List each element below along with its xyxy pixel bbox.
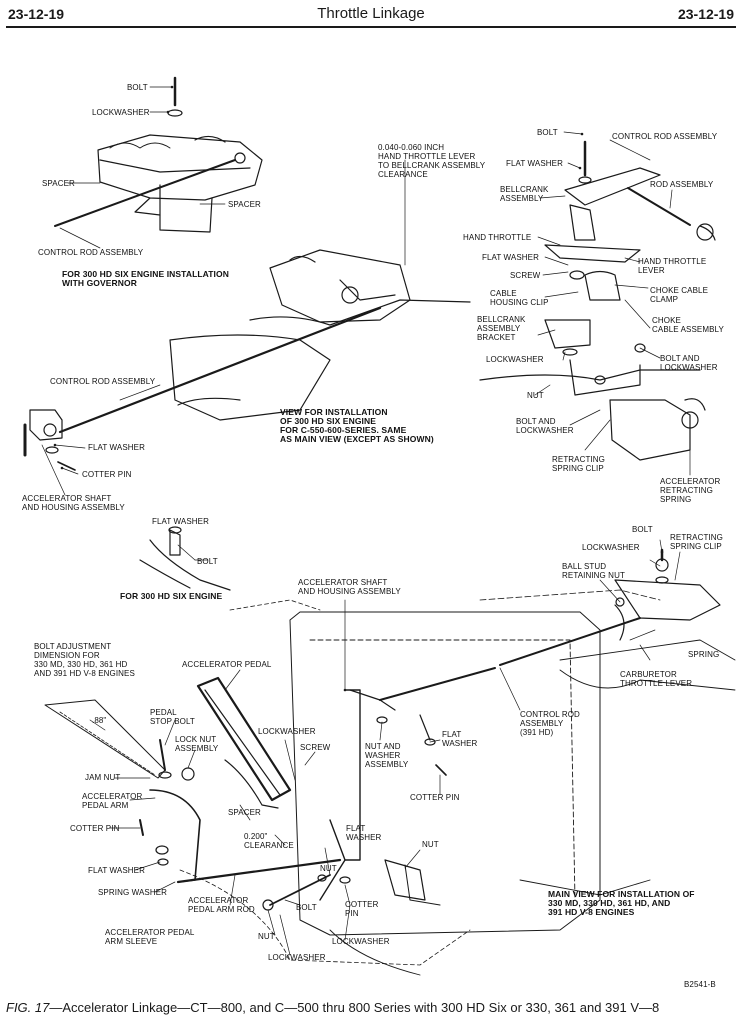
label-flat-washer-lower-left: FLAT WASHER [88,866,145,875]
label-retracting-spring-clip-lower: RETRACTING SPRING CLIP [670,533,723,551]
governor-carburetor-drawing [97,76,263,233]
label-bolt-lockwasher-mid: BOLT AND LOCKWASHER [516,417,574,435]
page-code-right: 23-12-19 [677,6,734,22]
label-nut-right: NUT [527,391,544,400]
note-main-view: MAIN VIEW FOR INSTALLATION OF 330 MD, 33… [548,889,695,917]
label-accelerator-retracting-spring: ACCELERATOR RETRACTING SPRING [660,477,721,504]
label-bolt-lower-right: BOLT [632,525,653,534]
label-clearance-200: 0.200" CLEARANCE [244,832,294,850]
label-screw-right: SCREW [510,271,541,280]
label-spacer-right: SPACER [228,200,261,209]
label-flat-washer-mid: FLAT WASHER [88,443,145,452]
label-spacer-lower: SPACER [228,808,261,817]
page-code-left: 23-12-19 [8,6,65,22]
label-rod-assembly: ROD ASSEMBLY [650,180,714,189]
note-governor: FOR 300 HD SIX ENGINE INSTALLATION WITH … [62,269,229,288]
page-title: Throttle Linkage [317,5,425,22]
label-flat-washer-inset: FLAT WASHER [152,517,209,526]
label-accel-pedal-arm-sleeve: ACCELERATOR PEDAL ARM SLEEVE [105,928,195,946]
note-view-installation: VIEW FOR INSTALLATION OF 300 HD SIX ENGI… [280,407,434,444]
figure-caption: FIG. 17—Accelerator Linkage—CT—800, and … [6,1000,736,1015]
label-lockwasher-lower-right: LOCKWASHER [582,543,640,552]
label-cable-housing-clip: CABLE HOUSING CLIP [490,289,549,307]
label-spring: SPRING [688,650,720,659]
label-control-rod-top: CONTROL ROD ASSEMBLY [38,248,144,257]
label-lockwasher-top: LOCKWASHER [92,108,150,117]
label-nut-bottom: NUT [258,932,275,941]
label-lockwasher-bottom-center: LOCKWASHER [332,937,390,946]
note-300-six: FOR 300 HD SIX ENGINE [120,591,223,601]
label-choke-cable-assembly: CHOKE CABLE ASSEMBLY [652,316,724,334]
label-control-rod-right: CONTROL ROD ASSEMBLY [612,132,718,141]
label-flat-washer-right2: FLAT WASHER [482,253,539,262]
caption-prefix: FIG. 17 [6,1000,50,1015]
label-accelerator-pedal: ACCELERATOR PEDAL [182,660,272,669]
label-accel-shaft-mid: ACCELERATOR SHAFT AND HOUSING ASSEMBLY [298,578,401,596]
label-choke-cable-clamp: CHOKE CABLE CLAMP [650,286,709,304]
label-accel-pedal-arm: ACCELERATOR PEDAL ARM [82,792,143,810]
label-spring-washer: SPRING WASHER [98,888,168,897]
label-lockwasher-right: LOCKWASHER [486,355,544,364]
label-ball-stud-nut: BALL STUD RETAINING NUT [562,562,625,580]
center-carburetor-drawing [169,249,471,421]
label-lock-nut-assembly: LOCK NUT ASSEMBLY [175,735,219,753]
accelerator-shaft-left-drawing [23,409,76,471]
inset-bolt-drawing [139,526,231,591]
note-clearance: 0.040-0.060 INCH HAND THROTTLE LEVER TO … [378,143,486,179]
label-hand-throttle-lever: HAND THROTTLE LEVER [638,257,707,275]
label-pedal-stop-bolt: PEDAL STOP BOLT [150,708,195,726]
label-bolt-lockwasher-right: BOLT AND LOCKWASHER [660,354,718,372]
label-bolt-lower-center: BOLT [296,903,317,912]
label-dim-88: .88" [92,716,107,725]
label-control-rod-mid: CONTROL ROD ASSEMBLY [50,377,156,386]
label-bolt-inset: BOLT [197,557,218,566]
label-spacer-left: SPACER [42,179,75,188]
label-flat-washer-center: FLAT WASHER [346,824,382,842]
label-carburetor-throttle-lever: CARBURETOR THROTTLE LEVER [620,670,693,688]
label-nut-center: NUT [422,840,439,849]
label-cotter-pin-mid: COTTER PIN [82,470,132,479]
label-flat-washer-lower-right: FLAT WASHER [442,730,478,748]
label-nut-washer-assembly: NUT AND WASHER ASSEMBLY [365,742,409,769]
label-control-rod-391: CONTROL ROD ASSEMBLY (391 HD) [520,710,580,737]
label-nut-center2: NUT [320,864,337,873]
label-lockwasher-center: LOCKWASHER [258,727,316,736]
label-jam-nut: JAM NUT [85,773,121,782]
label-accel-pedal-arm-rod: ACCELERATOR PEDAL ARM ROD [188,896,255,914]
header-rule [6,26,736,28]
label-screw-center: SCREW [300,743,331,752]
label-bolt-top: BOLT [127,83,148,92]
label-cotter-pin-lower: COTTER PIN [345,900,379,918]
label-flat-washer-right: FLAT WASHER [506,159,563,168]
label-cotter-pin-lower-right: COTTER PIN [410,793,460,802]
label-hand-throttle: HAND THROTTLE [463,233,532,242]
label-retracting-spring-clip-right: RETRACTING SPRING CLIP [552,455,605,473]
label-lockwasher-bottom: LOCKWASHER [268,953,326,962]
label-accel-shaft-left: ACCELERATOR SHAFT AND HOUSING ASSEMBLY [22,494,125,512]
label-bolt-right: BOLT [537,128,558,137]
label-bellcrank-bracket: BELLCRANK ASSEMBLY BRACKET [477,315,526,342]
label-bellcrank-assembly: BELLCRANK ASSEMBLY [500,185,549,203]
label-cotter-pin-left: COTTER PIN [70,824,120,833]
note-bolt-adjustment: BOLT ADJUSTMENT DIMENSION FOR 330 MD, 33… [34,642,135,678]
caption-text: —Accelerator Linkage—CT—800, and C—500 t… [49,1000,660,1015]
figure-code: B2541-B [684,980,716,989]
